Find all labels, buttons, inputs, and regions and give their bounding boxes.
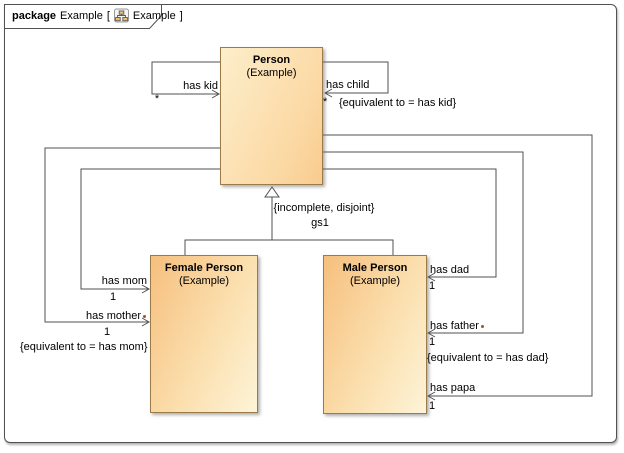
class-note: (Example) (349, 275, 401, 287)
class-title: Male Person (342, 262, 408, 274)
bracket-open: [ (106, 9, 110, 22)
class-title: Female Person (164, 262, 244, 274)
label-has-dad[interactable]: has dad (430, 264, 470, 276)
label-has-mother[interactable]: has mother (80, 310, 146, 322)
multiplicity-has-father[interactable]: 1 (429, 336, 436, 348)
association-has-kid[interactable] (151, 61, 221, 99)
class-note: (Example) (178, 275, 230, 287)
multiplicity-has-kid[interactable]: * (154, 93, 160, 105)
multiplicity-has-mother[interactable]: 1 (103, 326, 111, 338)
class-person[interactable]: Person (Example) (220, 47, 323, 185)
class-note: (Example) (246, 67, 297, 79)
constraint-has-mother[interactable]: {equivalent to = has mom} (20, 341, 148, 353)
generalization-gs1[interactable] (184, 186, 394, 255)
label-has-mom[interactable]: has mom (101, 275, 147, 287)
package-header: package Example [ Example ] (12, 8, 183, 23)
association-has-dad[interactable] (323, 168, 497, 282)
association-has-mom[interactable] (80, 168, 220, 294)
generalization-constraint[interactable]: {incomplete, disjoint} (273, 202, 375, 214)
label-has-papa[interactable]: has papa (430, 382, 476, 394)
multiplicity-has-child[interactable]: * (323, 96, 328, 108)
class-title: Person (252, 54, 291, 66)
constraint-has-father[interactable]: {equivalent to = has dad} (427, 352, 549, 364)
diagram-name: Example (132, 9, 176, 22)
label-has-father[interactable]: has father (430, 320, 484, 332)
constraint-has-child[interactable]: {equivalent to = has kid} (339, 97, 457, 109)
class-male-person[interactable]: Male Person (Example) (323, 255, 427, 414)
package-name: Example (60, 9, 103, 22)
class-female-person[interactable]: Female Person (Example) (150, 255, 258, 413)
class-diagram-icon (113, 8, 129, 23)
bracket-close: ] (179, 9, 183, 22)
multiplicity-has-papa[interactable]: 1 (429, 400, 436, 412)
generalization-set-name[interactable]: gs1 (311, 217, 329, 229)
multiplicity-has-mom[interactable]: 1 (109, 291, 117, 303)
label-has-kid[interactable]: has kid (183, 80, 218, 92)
association-has-child[interactable] (323, 61, 389, 98)
package-keyword: package (12, 9, 57, 22)
label-has-child[interactable]: has child (326, 79, 370, 91)
association-has-papa[interactable] (323, 134, 593, 401)
multiplicity-has-dad[interactable]: 1 (429, 280, 436, 292)
